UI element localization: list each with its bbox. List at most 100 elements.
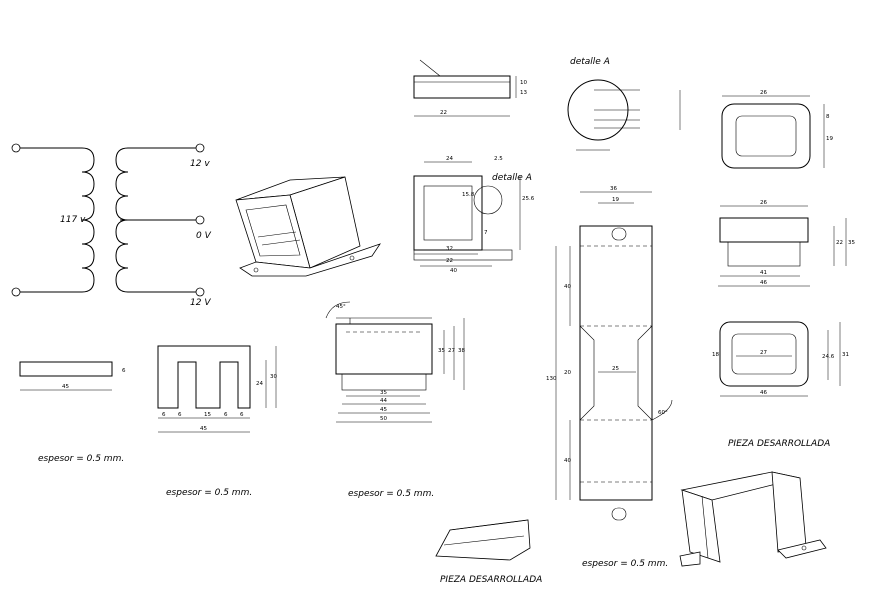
r-mid-35-label: 35 [848, 240, 855, 246]
side-label-h3: 38 [458, 348, 465, 354]
e-dim-e: 6 [240, 412, 244, 418]
front-25: 2.5 [494, 156, 503, 162]
assembly-mount-hole [349, 255, 355, 261]
r-top-8: 8 [826, 114, 830, 120]
unfolded-1-body [435, 519, 531, 561]
strip-25: 25 [612, 366, 619, 372]
right-top-view: 26 19 8 [721, 90, 833, 169]
assembly-core-line-2 [261, 239, 301, 246]
front-detail-circle [473, 185, 503, 215]
unfolded-label-2: PIEZA DESARROLLADA [728, 439, 830, 449]
front-22: 22 [446, 258, 453, 264]
strip-36: 36 [610, 186, 617, 192]
primary-terminal-bottom [11, 287, 21, 297]
bracket-left-foot [679, 551, 701, 567]
strip-130: 130 [546, 376, 557, 382]
e-dim-h2: 30 [270, 374, 277, 380]
front-7: 7 [484, 230, 488, 236]
strip-40b: 40 [564, 458, 571, 464]
e-lamination-body [157, 345, 251, 409]
clip-view: 22 10 13 [413, 59, 527, 117]
assembly-window [245, 204, 301, 257]
clip-22: 22 [440, 110, 447, 116]
primary-coil [20, 147, 95, 293]
front-base [413, 249, 513, 261]
r-mid-46-label: 46 [760, 280, 767, 286]
front-40: 40 [450, 268, 457, 274]
front-h: 15.8 [462, 192, 475, 198]
top-label: 12 v [190, 159, 210, 169]
primary-label: 117 v [60, 215, 86, 225]
strip-slot-top [611, 227, 627, 241]
r-bot-46-label: 46 [760, 390, 767, 396]
r-mid-22-label: 22 [836, 240, 843, 246]
r-mid-26-label: 26 [760, 200, 767, 206]
e-dim-d: 6 [224, 412, 228, 418]
strip-outline [579, 225, 653, 501]
unfolded-label-1: PIEZA DESARROLLADA [440, 575, 542, 585]
side-label-44: 44 [380, 398, 387, 404]
side-label-35: 35 [380, 390, 387, 396]
i-lamination-body [19, 361, 113, 377]
folded-bracket-isometric [679, 471, 827, 567]
e-dim-b: 6 [178, 412, 182, 418]
strip-19: 19 [612, 197, 619, 203]
side-label-50: 50 [380, 416, 387, 422]
detail-ref: detalle A [492, 173, 532, 183]
front-inner [423, 185, 473, 241]
unfolded-piece-1: PIEZA DESARROLLADA [435, 519, 542, 585]
r-top-26: 26 [760, 90, 767, 96]
e-dim-h1: 24 [256, 381, 263, 387]
front-24: 24 [446, 156, 453, 162]
side-label-h1: 35 [438, 348, 445, 354]
right-mid-view: 26 41 46 35 22 [718, 200, 855, 287]
r-bot-18-label: 18 [712, 352, 719, 358]
center-label: 0 V [196, 231, 212, 241]
r-mid-41-label: 41 [760, 270, 767, 276]
r-mid-top [719, 217, 809, 243]
thickness-note-4: espesor = 0.5 mm. [582, 559, 668, 569]
transformer-schematic: 117 v 12 v 0 V 12 V [11, 143, 212, 308]
e-lamination: 45 24 30 6 6 15 6 6 espesor = 0.5 mm. [157, 345, 277, 498]
e-dim-w: 45 [200, 426, 207, 432]
thickness-note-3: espesor = 0.5 mm. [348, 489, 434, 499]
strip-20: 20 [564, 370, 571, 376]
detail-a: detalle A [567, 57, 681, 151]
secondary-terminal-center [195, 215, 205, 225]
secondary-terminal-top [195, 143, 205, 153]
isometric-assembly [235, 176, 381, 277]
unfolded-1-fold [449, 519, 529, 531]
front-32: 32 [446, 246, 453, 252]
developed-strip: 36 19 25 130 40 20 40 60° espesor = 0.5 … [546, 186, 673, 569]
strip-60: 60° [658, 410, 668, 416]
unfolded-1-fold-2 [443, 535, 525, 546]
i-dim-h: 6 [122, 368, 126, 374]
right-bottom-view: 27 46 18 31 24.6 PIEZA DESARROLLADA [712, 321, 849, 449]
clip-lead [419, 59, 441, 77]
r-mid-core [727, 241, 801, 267]
i-lamination: 45 6 espesor = 0.5 mm. [19, 361, 126, 464]
side-base [341, 373, 427, 391]
clip-10: 10 [520, 80, 527, 86]
bracket-right-leg [771, 471, 807, 553]
clip-body [413, 75, 511, 99]
clip-13: 13 [520, 90, 527, 96]
strip-40a: 40 [564, 284, 571, 290]
r-bot-27-label: 27 [760, 350, 767, 356]
assembly-core-line [257, 231, 297, 238]
side-angle-arc [325, 301, 351, 319]
assembly-mount-hole-2 [253, 267, 259, 273]
r-bot-inner [731, 333, 797, 375]
bracket-left-leg [681, 489, 721, 563]
side-label-45: 45 [380, 407, 387, 413]
e-dim-a: 6 [162, 412, 166, 418]
bracket-hole [801, 545, 807, 551]
front-h2: 25.6 [522, 196, 535, 202]
bracket-left-fold [701, 495, 709, 559]
strip-notch-left [579, 325, 595, 421]
strip-slot-bottom [611, 507, 627, 521]
thickness-note-1: espesor = 0.5 mm. [38, 454, 124, 464]
side-view: 35 44 45 50 35 27 38 45° espesor = 0.5 m… [325, 301, 465, 499]
